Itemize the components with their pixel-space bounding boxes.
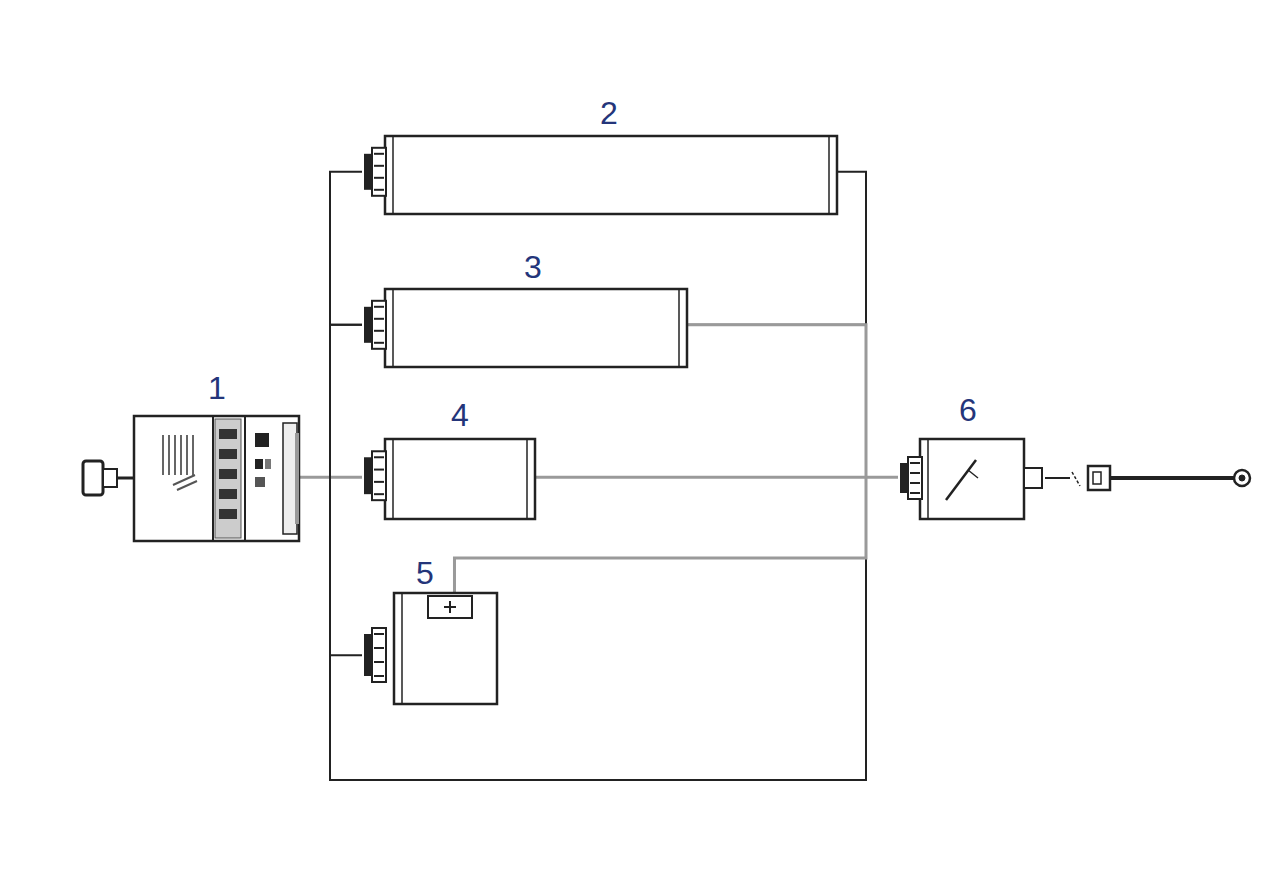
device-illustration (133, 415, 300, 542)
callout-number: 6 (948, 394, 988, 426)
cable-connection (536, 476, 898, 479)
device-component: 4 (362, 438, 536, 520)
callout-number: 2 (589, 97, 629, 129)
callout-number: 5 (405, 557, 445, 589)
callout-number: 4 (440, 399, 480, 431)
device-illustration (362, 592, 498, 705)
device-component: 1 (133, 415, 300, 542)
device-illustration (362, 438, 536, 520)
device-illustration (362, 135, 838, 215)
device-component: 3 (362, 288, 688, 368)
device-illustration (362, 288, 688, 368)
device-component: 5 (362, 592, 498, 705)
callout-number: 3 (513, 251, 553, 283)
handwheel-knob (83, 461, 133, 495)
device-component: 2 (362, 135, 838, 215)
touch-probe (1045, 466, 1250, 490)
bus-wire (330, 558, 866, 780)
callout-number: 1 (197, 372, 237, 404)
cable-connection (330, 172, 362, 325)
cable-connection (330, 325, 362, 655)
device-illustration (898, 438, 1025, 520)
device-component: 6 (898, 438, 1025, 520)
